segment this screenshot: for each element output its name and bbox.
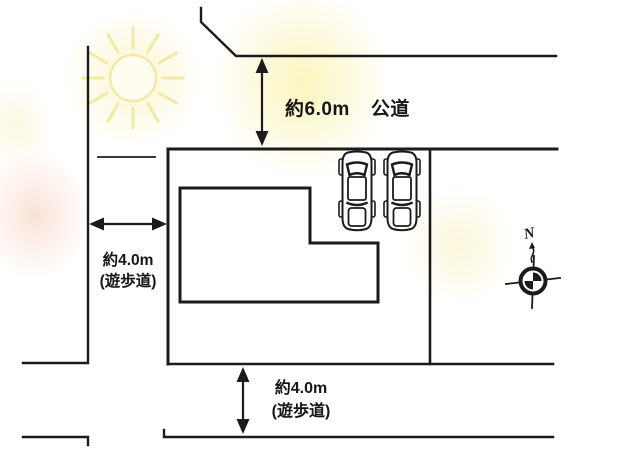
dimension-arrow-walkway-bottom — [236, 367, 250, 434]
walkway-left-dimension-label: 約4.0m (遊歩道) — [88, 250, 168, 292]
road-type-text: 公道 — [370, 99, 410, 120]
building-outline — [178, 186, 380, 304]
walkway-left-type-text: (遊歩道) — [99, 273, 157, 290]
sun-icon — [81, 26, 185, 130]
walkway-bottom-type-text: (遊歩道) — [271, 403, 331, 420]
road-dimension-label: 約6.0m 公道 — [285, 94, 410, 121]
walkway-bottom-dimension-label: 約4.0m (遊歩道) — [255, 377, 347, 423]
compass-icon — [505, 242, 561, 309]
dimension-arrow-road — [255, 58, 269, 146]
walkway-left-width-text: 約4.0m — [102, 252, 154, 269]
road-width-text: 約6.0m — [285, 99, 350, 120]
dimension-arrow-walkway-left — [89, 217, 167, 231]
walkway-bottom-width-text: 約4.0m — [274, 380, 328, 397]
car-icon — [337, 150, 377, 232]
car-icon — [382, 150, 422, 232]
